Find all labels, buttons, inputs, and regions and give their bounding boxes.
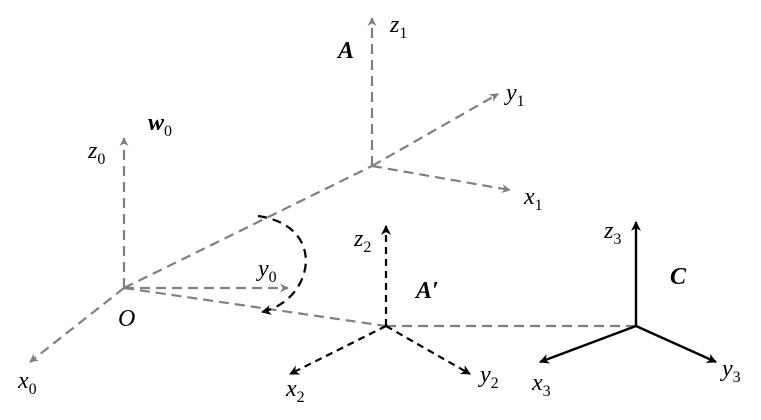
C-z-label: z3 [603, 218, 621, 248]
Aprime-x-axis [289, 325, 387, 375]
Aprime-y-axis [385, 325, 471, 375]
C-x-label: x3 [531, 370, 551, 400]
w0-x-axis [29, 287, 125, 363]
origin-label: O [118, 306, 135, 332]
C-frame-label: C [670, 264, 687, 290]
A-frame-label: A [336, 38, 354, 64]
A-y-axis [371, 93, 499, 167]
Aprime-y-label: y2 [478, 362, 499, 392]
w0-z-label: z0 [87, 138, 105, 168]
line-O-to-Aprime [123, 286, 387, 328]
A-x-axis [371, 164, 511, 194]
C-x-axis [539, 324, 637, 364]
w0-y-label: y0 [256, 256, 277, 286]
A-x-label: x1 [523, 184, 543, 214]
w0-x-label: x0 [17, 368, 37, 398]
rotation-arc [257, 214, 307, 315]
line-O-to-A [123, 165, 373, 289]
C-y-label: y3 [720, 356, 741, 386]
C-y-axis [635, 324, 717, 364]
Aprime-z-label: z2 [353, 226, 371, 256]
w0-frame-label: w0 [148, 110, 172, 140]
Aprime-x-label: x2 [285, 376, 305, 406]
Aprime-frame-label: A′ [414, 278, 439, 304]
A-y-label: y1 [504, 80, 525, 110]
A-z-label: z1 [389, 12, 407, 42]
